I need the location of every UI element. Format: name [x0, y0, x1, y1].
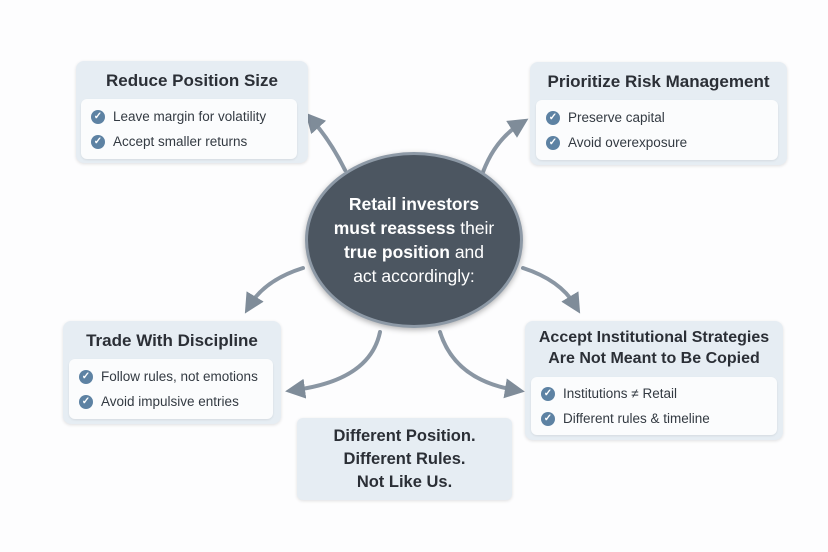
center-line-3-bold: true position — [343, 242, 450, 262]
item-text: Follow rules, not emotions — [101, 369, 258, 384]
arrow-to-discipline — [244, 266, 305, 314]
central-ellipse: Retail investors must reassess their tru… — [305, 152, 523, 328]
arrow-to-risk — [481, 118, 529, 174]
arrow-to-accept — [521, 266, 581, 314]
item-text: Leave margin for volatility — [113, 109, 267, 124]
check-icon: ✓ — [91, 134, 105, 149]
list-item: ✓ Avoid impulsive entries — [69, 389, 273, 414]
list-item: ✓ Accept smaller returns — [81, 129, 297, 154]
center-line-2: their — [455, 218, 495, 238]
list-item: ✓ Institutions ≠ Retail — [531, 381, 777, 406]
list-item: ✓ Follow rules, not emotions — [69, 364, 273, 389]
list-item: ✓ Preserve capital — [536, 105, 778, 130]
arrow-to-bottom-left — [285, 330, 382, 399]
card-prioritize-risk: Prioritize Risk Management ✓ Preserve cap… — [530, 62, 787, 165]
list-item: ✓ Avoid overexposure — [536, 130, 778, 155]
card-trade-discipline: Trade With Discipline ✓ Follow rules, not… — [63, 321, 281, 424]
check-icon: ✓ — [541, 411, 555, 426]
item-text: Preserve capital — [568, 110, 665, 125]
check-icon: ✓ — [546, 110, 560, 125]
card-accept-institutional: Accept Institutional Strategies Are Not … — [525, 321, 783, 440]
list-item: ✓ Leave margin for volatility — [81, 104, 297, 129]
check-icon: ✓ — [79, 369, 93, 384]
summary-line: Different Rules. — [343, 449, 466, 468]
check-icon: ✓ — [541, 386, 555, 401]
center-line-1: Retail investors — [348, 194, 480, 214]
item-text: Different rules & timeline — [563, 411, 710, 426]
list-item: ✓ Different rules & timeline — [531, 406, 777, 431]
card-title-line-2: Are Not Meant to Be Copied — [548, 350, 760, 367]
center-line-3: and — [449, 242, 485, 262]
card-title-line-1: Accept Institutional Strategies — [538, 329, 770, 346]
item-text: Avoid overexposure — [568, 135, 688, 150]
summary-line: Not Like Us. — [356, 472, 453, 491]
check-icon: ✓ — [546, 135, 560, 150]
item-text: Avoid impulsive entries — [101, 394, 239, 409]
item-text: Institutions ≠ Retail — [563, 386, 677, 401]
center-line-2-bold: must reassess — [333, 218, 456, 238]
card-reduce-position-size: Reduce Position Size ✓ Leave margin for v… — [76, 61, 308, 163]
card-title: Trade With Discipline — [86, 331, 258, 350]
center-line-4: act accordingly: — [353, 266, 475, 286]
summary-line: Different Position. — [333, 426, 476, 445]
summary-box: Different Position. Different Rules. Not… — [297, 418, 512, 500]
arrow-to-bottom-right — [438, 330, 525, 399]
card-title: Prioritize Risk Management — [547, 72, 770, 91]
item-text: Accept smaller returns — [113, 134, 248, 149]
arrow-to-reduce — [305, 112, 347, 172]
check-icon: ✓ — [91, 109, 105, 124]
card-title: Reduce Position Size — [106, 71, 278, 90]
check-icon: ✓ — [79, 394, 93, 409]
